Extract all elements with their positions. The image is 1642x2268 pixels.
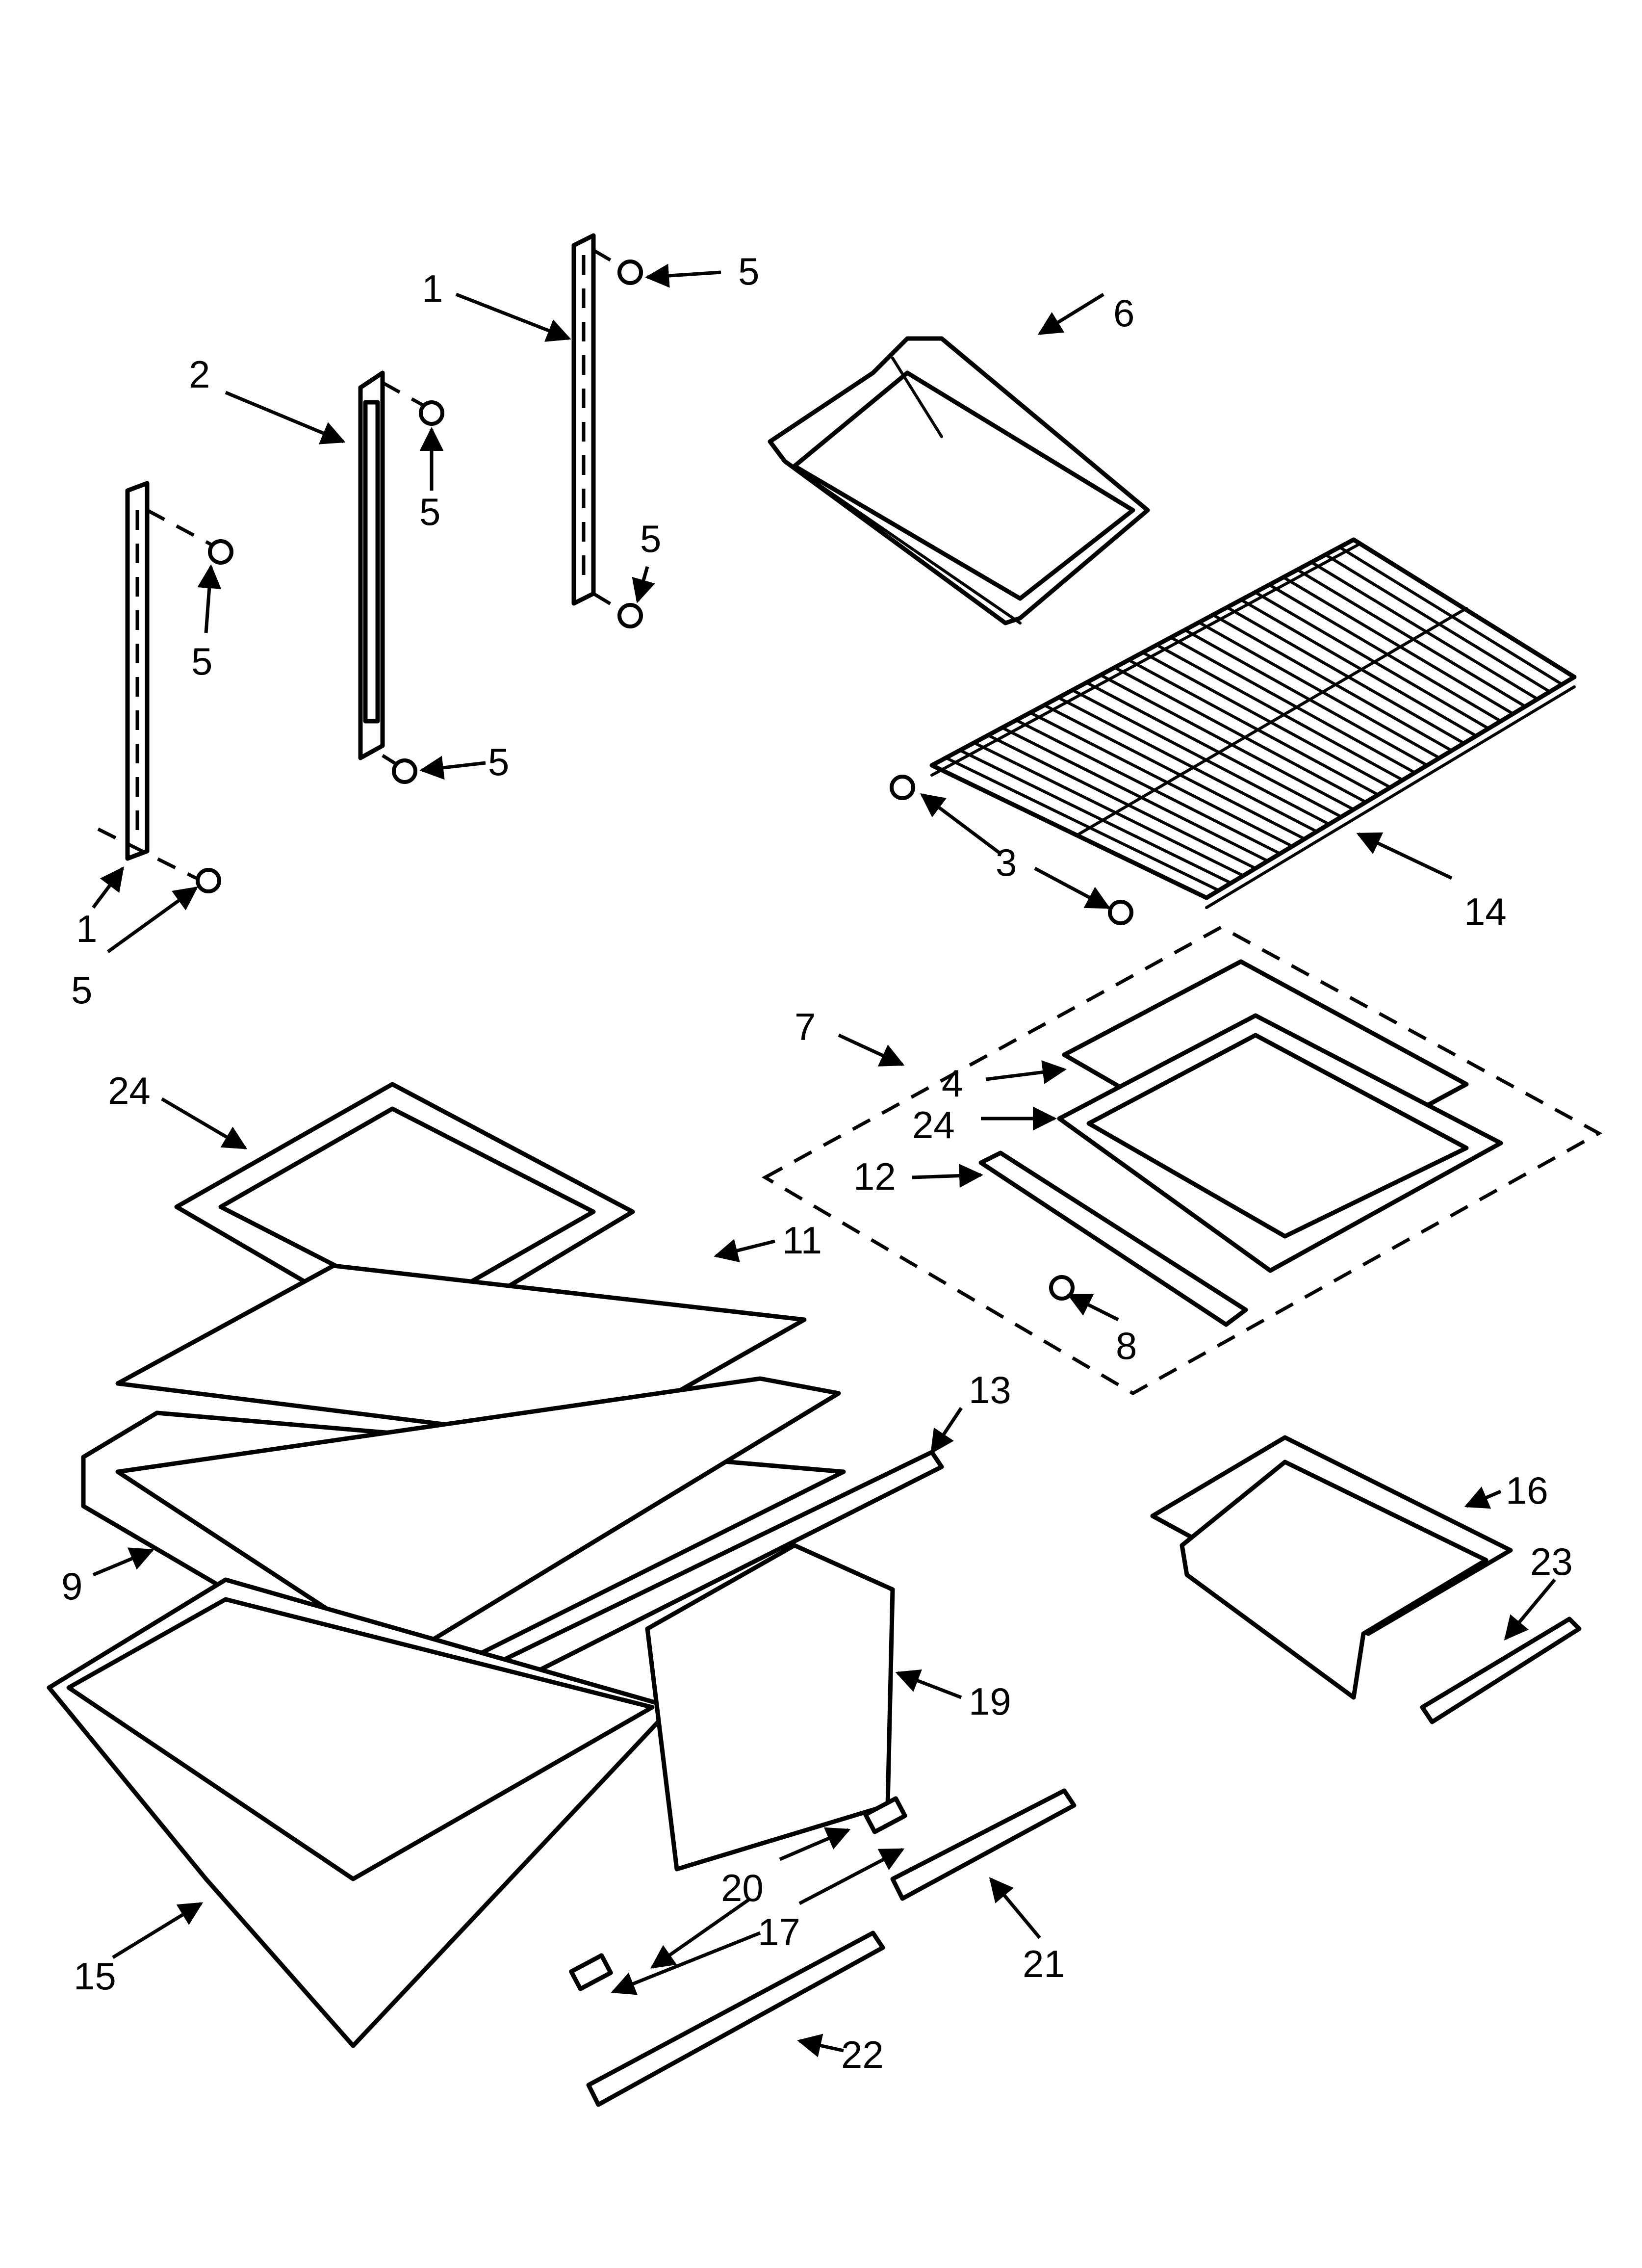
callout-labels: 1 2 5 5 5 5 5 1 5 6 3 14 7 4 24 12 8 24 … [61, 250, 1573, 2076]
screw-8 [1049, 1275, 1075, 1301]
shelf-wire [1127, 658, 1380, 796]
shelf-wire [973, 741, 1245, 877]
shelf-wire [1211, 613, 1453, 752]
callout-6: 6 [1113, 291, 1134, 335]
meat-pan-16 [1150, 1435, 1513, 1700]
support-3a [890, 775, 915, 800]
shelf-wire [1113, 666, 1367, 804]
shelf-wire [1015, 719, 1282, 855]
handle-22 [586, 1930, 885, 2107]
leader-lines [92, 263, 1556, 2058]
shelf-wire [1197, 621, 1441, 759]
shelf-wire [1226, 606, 1465, 745]
assembly-7-outline [761, 925, 1603, 1396]
callout-2: 2 [189, 353, 210, 396]
shelf-wire [1296, 568, 1527, 708]
shelf-wire [1001, 726, 1269, 862]
shelf-ladder-right [571, 233, 624, 610]
support-3b [1108, 900, 1133, 925]
callout-24-right: 24 [912, 1103, 955, 1147]
shelf-wire [1085, 681, 1343, 818]
shelf-wire [1310, 561, 1539, 701]
shelf-ladder-center [358, 370, 428, 769]
callout-4: 4 [942, 1062, 963, 1105]
callout-3: 3 [996, 841, 1017, 884]
shelf-wire [1155, 643, 1404, 782]
shelf-wire [944, 756, 1220, 892]
shelf-wire [1268, 583, 1502, 723]
callout-5-center-upper: 5 [419, 490, 440, 533]
callout-24-left: 24 [108, 1069, 151, 1112]
callout-21: 21 [1023, 1942, 1065, 1985]
callout-5-right-lower: 5 [640, 517, 661, 560]
callout-9: 9 [61, 1564, 82, 1608]
screws [196, 260, 643, 893]
callout-7: 7 [795, 1005, 816, 1048]
callout-5-left-upper: 5 [191, 640, 212, 683]
bin-6 [768, 336, 1150, 626]
callout-20: 20 [721, 1866, 764, 1909]
crisper-drawer-19 [645, 1543, 895, 1872]
shelf-frame-24-right [1057, 1013, 1503, 1273]
callout-17: 17 [758, 1910, 800, 1954]
callout-19: 19 [969, 1680, 1011, 1723]
wire-shelf-14 [929, 537, 1577, 909]
shelf-wire [958, 749, 1232, 885]
shelf-wire [1141, 651, 1392, 789]
callout-23: 23 [1530, 1540, 1573, 1583]
callout-11: 11 [782, 1219, 822, 1262]
crisper-cover-9 [81, 1376, 846, 1695]
callout-15: 15 [74, 1955, 116, 1998]
shelf-wire [1239, 598, 1478, 737]
shelf-wire [986, 733, 1257, 870]
callout-13: 13 [969, 1368, 1011, 1411]
callout-14: 14 [1464, 890, 1507, 933]
clip-20b [863, 1796, 907, 1834]
callout-1-top: 1 [422, 267, 443, 310]
callout-5-center-lower: 5 [488, 740, 509, 783]
handle-21 [890, 1788, 1077, 1901]
callout-1-bottom: 1 [76, 907, 97, 950]
clip-20a [569, 1953, 613, 1991]
cover-23 [1420, 1616, 1582, 1724]
rail-12 [978, 1150, 1248, 1327]
shelf-wire [1282, 575, 1514, 715]
shelf-wire [1099, 674, 1355, 811]
callout-12: 12 [853, 1155, 896, 1198]
callout-5-left-lower: 5 [71, 968, 92, 1012]
shelf-wire [1071, 688, 1331, 826]
callout-16: 16 [1506, 1469, 1548, 1512]
shelf-wire [1324, 553, 1551, 693]
shelf-wire [1183, 628, 1429, 767]
shelf-wire [1254, 591, 1490, 730]
callout-5-top-right: 5 [738, 250, 759, 293]
shelf-wire [1043, 704, 1306, 840]
shelf-wire [1169, 636, 1416, 774]
shelf-wire [1057, 696, 1318, 833]
callout-22: 22 [841, 2033, 884, 2076]
callout-8: 8 [1116, 1324, 1137, 1367]
shelf-ladder-left [97, 481, 217, 880]
shelf-wire [1028, 711, 1294, 848]
crisper-drawer-15 [47, 1577, 674, 2048]
